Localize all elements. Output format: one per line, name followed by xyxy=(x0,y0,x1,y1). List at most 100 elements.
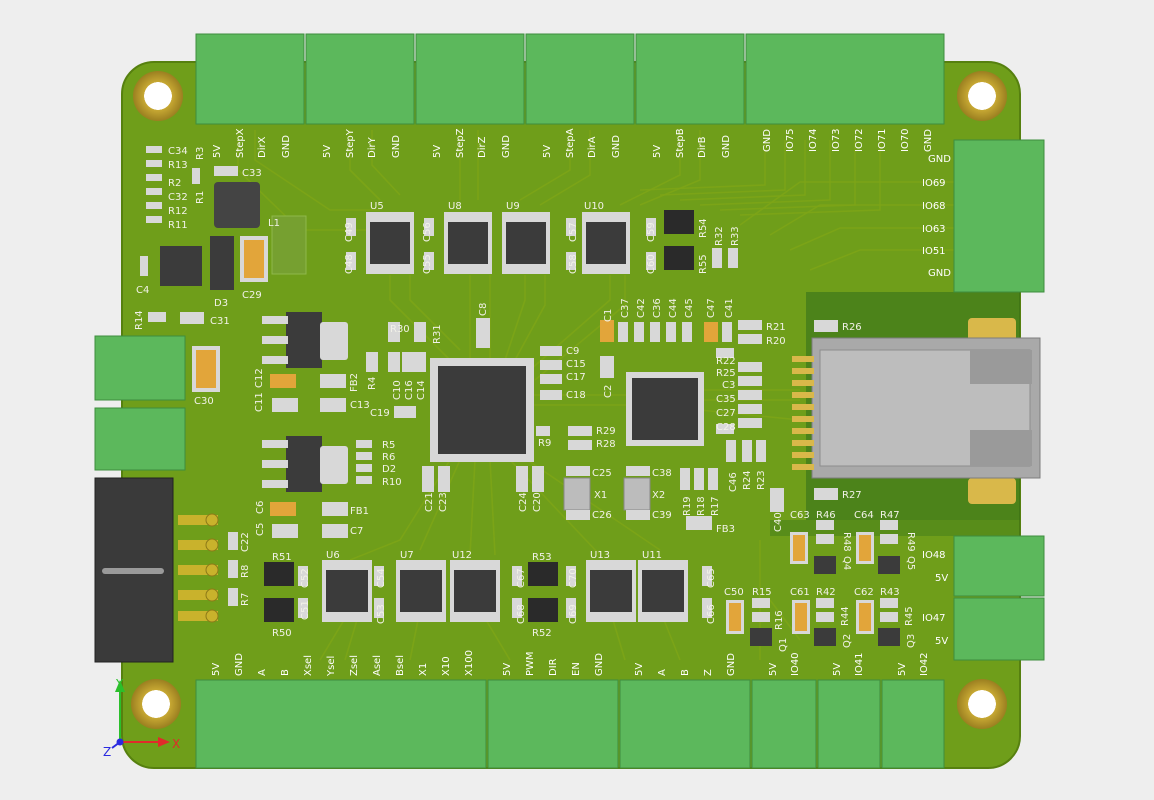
terminal-block[interactable] xyxy=(195,679,487,769)
refdes-label: C66 xyxy=(706,604,717,624)
pin-label: X100 xyxy=(464,650,475,676)
right-terminal-labels: GND IO69 IO68 IO63 IO51 GND xyxy=(922,154,951,279)
terminal-block[interactable] xyxy=(305,33,415,125)
refdes-label: R4 xyxy=(367,377,378,390)
terminal-block[interactable] xyxy=(415,33,525,125)
pin-label: 5V xyxy=(935,636,948,647)
right-small-terminal[interactable] xyxy=(953,535,1045,597)
mount-hole-bottom-left xyxy=(131,679,181,729)
chip-ref: U13 xyxy=(590,550,610,561)
refdes-label: C14 xyxy=(416,380,427,400)
terminal-block[interactable] xyxy=(195,33,305,125)
mounting-holes xyxy=(131,71,1007,729)
refdes-label: R10 xyxy=(382,477,402,488)
refdes-label: R52 xyxy=(532,628,552,639)
refdes-label: C32 xyxy=(168,192,188,203)
refdes-label: R55 xyxy=(698,254,709,274)
terminal-block[interactable] xyxy=(635,33,745,125)
refdes-label: C46 xyxy=(728,472,739,492)
terminal-block[interactable] xyxy=(619,679,751,769)
refdes-label: R13 xyxy=(168,160,188,171)
refdes-label: C33 xyxy=(242,168,262,179)
pin-label: IO41 xyxy=(854,652,865,676)
refdes-label: C24 xyxy=(518,492,529,512)
refdes-label: R29 xyxy=(596,426,616,437)
left-power-terminal[interactable] xyxy=(94,407,186,471)
terminal-block[interactable] xyxy=(745,33,945,125)
refdes-label: C31 xyxy=(210,316,230,327)
pin-label: GND xyxy=(923,129,934,152)
pin-label: IO75 xyxy=(785,128,796,152)
pin-label: StepZ xyxy=(455,128,466,158)
left-power-terminal[interactable] xyxy=(94,335,186,401)
chip-ref: U11 xyxy=(642,550,662,561)
refdes-label: R42 xyxy=(816,587,836,598)
terminal-block[interactable] xyxy=(751,679,817,769)
refdes-label: C30 xyxy=(194,396,214,407)
refdes-label: R47 xyxy=(880,510,900,521)
refdes-label: C29 xyxy=(242,290,262,301)
pin-label: IO74 xyxy=(808,128,819,152)
refdes-label: C40 xyxy=(773,512,784,532)
terminal-block[interactable] xyxy=(525,33,635,125)
refdes-label: Q5 xyxy=(905,556,916,570)
ethernet-jack[interactable] xyxy=(811,318,1041,504)
mount-hole-top-left xyxy=(133,71,183,121)
pin-label: Bsel xyxy=(395,655,406,676)
refdes-label: C67 xyxy=(516,568,527,588)
ethernet-controller-chip xyxy=(626,372,704,446)
pin-label: GND xyxy=(721,135,732,158)
pin-label: IO73 xyxy=(831,128,842,152)
refdes-label: Q4 xyxy=(841,556,852,570)
refdes-label: C64 xyxy=(854,510,874,521)
chip-ref: U10 xyxy=(584,201,604,212)
terminal-block[interactable] xyxy=(487,679,619,769)
pin-label: Asel xyxy=(372,655,383,676)
refdes-label: R44 xyxy=(840,606,851,626)
refdes-label: C1 xyxy=(603,309,614,322)
pin-label: DirX xyxy=(257,136,268,158)
refdes-label: R20 xyxy=(766,336,786,347)
refdes-label: C59 xyxy=(646,222,657,242)
refdes-label: Q3 xyxy=(906,634,917,648)
chip-ref: U6 xyxy=(326,550,340,561)
refdes-label: C42 xyxy=(636,298,647,318)
refdes-label: R1 xyxy=(195,191,206,204)
refdes-label: R30 xyxy=(390,324,410,335)
ethernet-pins xyxy=(792,356,814,470)
bottom-terminal-labels: 5V GND A B Xsel Ysel Zsel Asel Bsel X1 X… xyxy=(211,650,930,677)
refdes-label: R25 xyxy=(716,368,736,379)
pin-label: GND xyxy=(928,154,951,165)
axis-x-label: X xyxy=(172,737,180,751)
refdes-label: FB2 xyxy=(349,373,360,392)
right-small-terminal[interactable] xyxy=(953,597,1045,661)
refdes-label: R53 xyxy=(532,552,552,563)
terminal-block[interactable] xyxy=(817,679,881,769)
refdes-label: C45 xyxy=(684,298,695,318)
refdes-label: C6 xyxy=(255,501,266,514)
refdes-label: C5 xyxy=(255,523,266,536)
right-terminal-block[interactable] xyxy=(953,139,1045,293)
refdes-label: R2 xyxy=(168,178,181,189)
passive-components xyxy=(140,146,898,622)
refdes-label: R31 xyxy=(432,324,443,344)
refdes-label: C48 xyxy=(344,254,355,274)
pin-label: IO70 xyxy=(900,128,911,152)
pin-label: A xyxy=(657,669,668,676)
refdes-label: R48 xyxy=(841,532,852,552)
refdes-label: C7 xyxy=(350,526,363,537)
refdes-label: C49 xyxy=(344,222,355,242)
refdes-label: C41 xyxy=(724,298,735,318)
pin-label: 5V xyxy=(502,663,513,676)
refdes-label: R23 xyxy=(756,470,767,490)
pin-label: 5V xyxy=(322,145,333,158)
refdes-label: X2 xyxy=(652,490,665,501)
refdes-label: L1 xyxy=(268,218,280,229)
terminal-block[interactable] xyxy=(881,679,945,769)
refdes-label: R21 xyxy=(766,322,786,333)
refdes-label: C18 xyxy=(566,390,586,401)
refdes-label: R49 xyxy=(905,532,916,552)
refdes-label: C38 xyxy=(652,468,672,479)
pin-label: GND xyxy=(391,135,402,158)
